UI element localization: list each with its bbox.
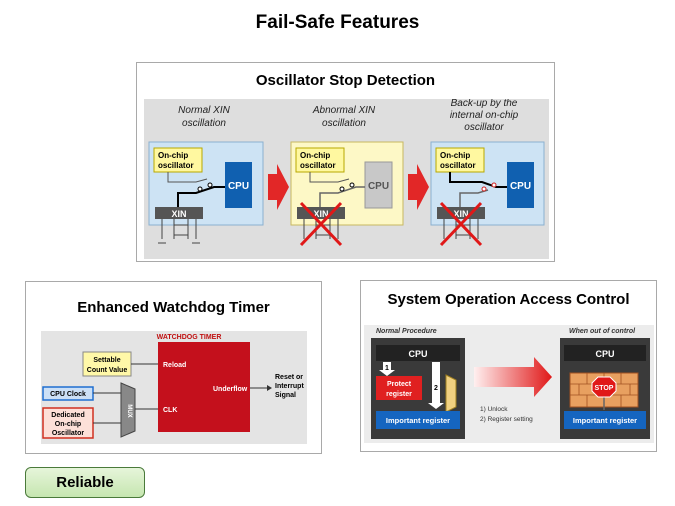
reset-label-1: Reset or	[275, 374, 303, 381]
transition-arrow	[474, 357, 552, 397]
reload-label: Reload	[163, 362, 186, 369]
wdt-header: WATCHDOG TIMER	[157, 334, 222, 341]
mux-shape	[120, 382, 136, 438]
dedicated-label-1: Dedicated	[51, 412, 84, 419]
cpu-label-1: CPU	[228, 181, 249, 192]
normal-important-label: Important register	[386, 416, 450, 425]
normal-procedure-label: Normal Procedure	[376, 328, 437, 335]
normal-cpu-label: CPU	[408, 349, 427, 359]
oscillator-stop-panel: Oscillator Stop Detection Normal XIN osc…	[136, 62, 555, 262]
normal-cpu-box	[376, 345, 460, 361]
access-control-panel-title: System Operation Access Control	[387, 291, 630, 308]
step2-label: 2	[434, 385, 438, 392]
oscillator-panel-title: Oscillator Stop Detection	[255, 72, 436, 89]
note-unlock: 1) Unlock	[480, 406, 508, 413]
protect-register-box	[376, 376, 422, 400]
onchip-label-3b: oscillator	[440, 161, 476, 170]
col1-label-2: oscillation	[182, 118, 226, 129]
xin-label-3: XIN	[453, 209, 468, 219]
onchip-osc-box-1	[153, 147, 203, 173]
onchip-osc-box-3	[435, 147, 485, 173]
onchip-label-2b: oscillator	[300, 161, 336, 170]
onchip-osc-box-2	[295, 147, 345, 173]
col2-label-1: Abnormal XIN	[312, 105, 376, 116]
out-of-control-label: When out of control	[569, 328, 636, 335]
dedicated-label-2: On-chip	[55, 421, 81, 428]
col3-label-2: internal on-chip	[450, 110, 519, 121]
cpu-box-2	[364, 161, 393, 209]
dedicated-label-3: Oscillator	[52, 430, 85, 437]
col3-label-3: oscillator	[464, 122, 504, 133]
settable-label-1: Settable	[93, 357, 120, 364]
protect-label-1: Protect	[387, 381, 412, 388]
fail-cross-2	[299, 201, 343, 247]
runaway-cpu-box	[564, 345, 646, 361]
cpu-clock-label: CPU Clock	[50, 391, 86, 398]
wdt-block	[158, 342, 250, 432]
oscillator-diagram: Normal XIN oscillation Abnormal XIN osci…	[144, 99, 549, 259]
col3-label-1: Back-up by the	[451, 99, 518, 109]
arrow-right-1	[268, 164, 289, 210]
settable-label-2: Count Value	[87, 367, 128, 374]
runaway-important-label: Important register	[573, 416, 637, 425]
reset-label-2: Interrupt	[275, 383, 304, 390]
protect-label-2: register	[386, 391, 412, 398]
runaway-important-register	[564, 411, 646, 429]
cpu-label-3: CPU	[510, 181, 531, 192]
underflow-label: Underflow	[213, 386, 248, 393]
onchip-label-2a: On-chip	[300, 151, 330, 160]
cpu-box-3	[507, 162, 534, 208]
normal-important-register	[376, 411, 460, 429]
step-arrow-2	[428, 362, 444, 409]
onchip-label-3a: On-chip	[440, 151, 470, 160]
arrow-right-2	[408, 164, 429, 210]
mux-label: MUX	[126, 404, 132, 417]
gate-shape	[445, 374, 457, 413]
step1-label: 1	[385, 365, 389, 372]
step-arrow-1	[379, 362, 395, 376]
watchdog-panel: Enhanced Watchdog Timer WATCHDOG TIMER S…	[25, 281, 322, 454]
watchdog-panel-title: Enhanced Watchdog Timer	[77, 299, 270, 316]
reliable-badge: Reliable	[25, 467, 145, 498]
dedicated-osc-box	[42, 407, 94, 439]
reset-label-3: Signal	[275, 392, 296, 399]
page-title: Fail-Safe Features	[255, 12, 420, 33]
onchip-label-1b: oscillator	[158, 161, 194, 170]
access-control-panel: System Operation Access Control Normal P…	[360, 280, 657, 452]
col2-label-2: oscillation	[322, 118, 366, 129]
runaway-cpu-label: CPU	[595, 349, 614, 359]
xin-label-1: XIN	[171, 209, 186, 219]
cpu-box-1	[225, 162, 252, 208]
col1-label-1: Normal XIN	[178, 105, 230, 116]
stop-sign-icon	[591, 376, 617, 398]
clk-label: CLK	[163, 407, 177, 414]
onchip-label-1a: On-chip	[158, 151, 188, 160]
cpu-label-2: CPU	[368, 181, 389, 192]
note-register-setting: 2) Register setting	[480, 416, 533, 423]
settable-count-box	[82, 351, 132, 377]
fail-cross-3	[439, 201, 483, 247]
xin-label-2: XIN	[313, 209, 328, 219]
xin-box-1	[155, 207, 203, 219]
stop-sign-label: STOP	[595, 385, 614, 392]
access-control-diagram: Normal Procedure When out of control CPU…	[364, 325, 654, 443]
watchdog-diagram: WATCHDOG TIMER Settable Count Value Relo…	[41, 331, 307, 444]
